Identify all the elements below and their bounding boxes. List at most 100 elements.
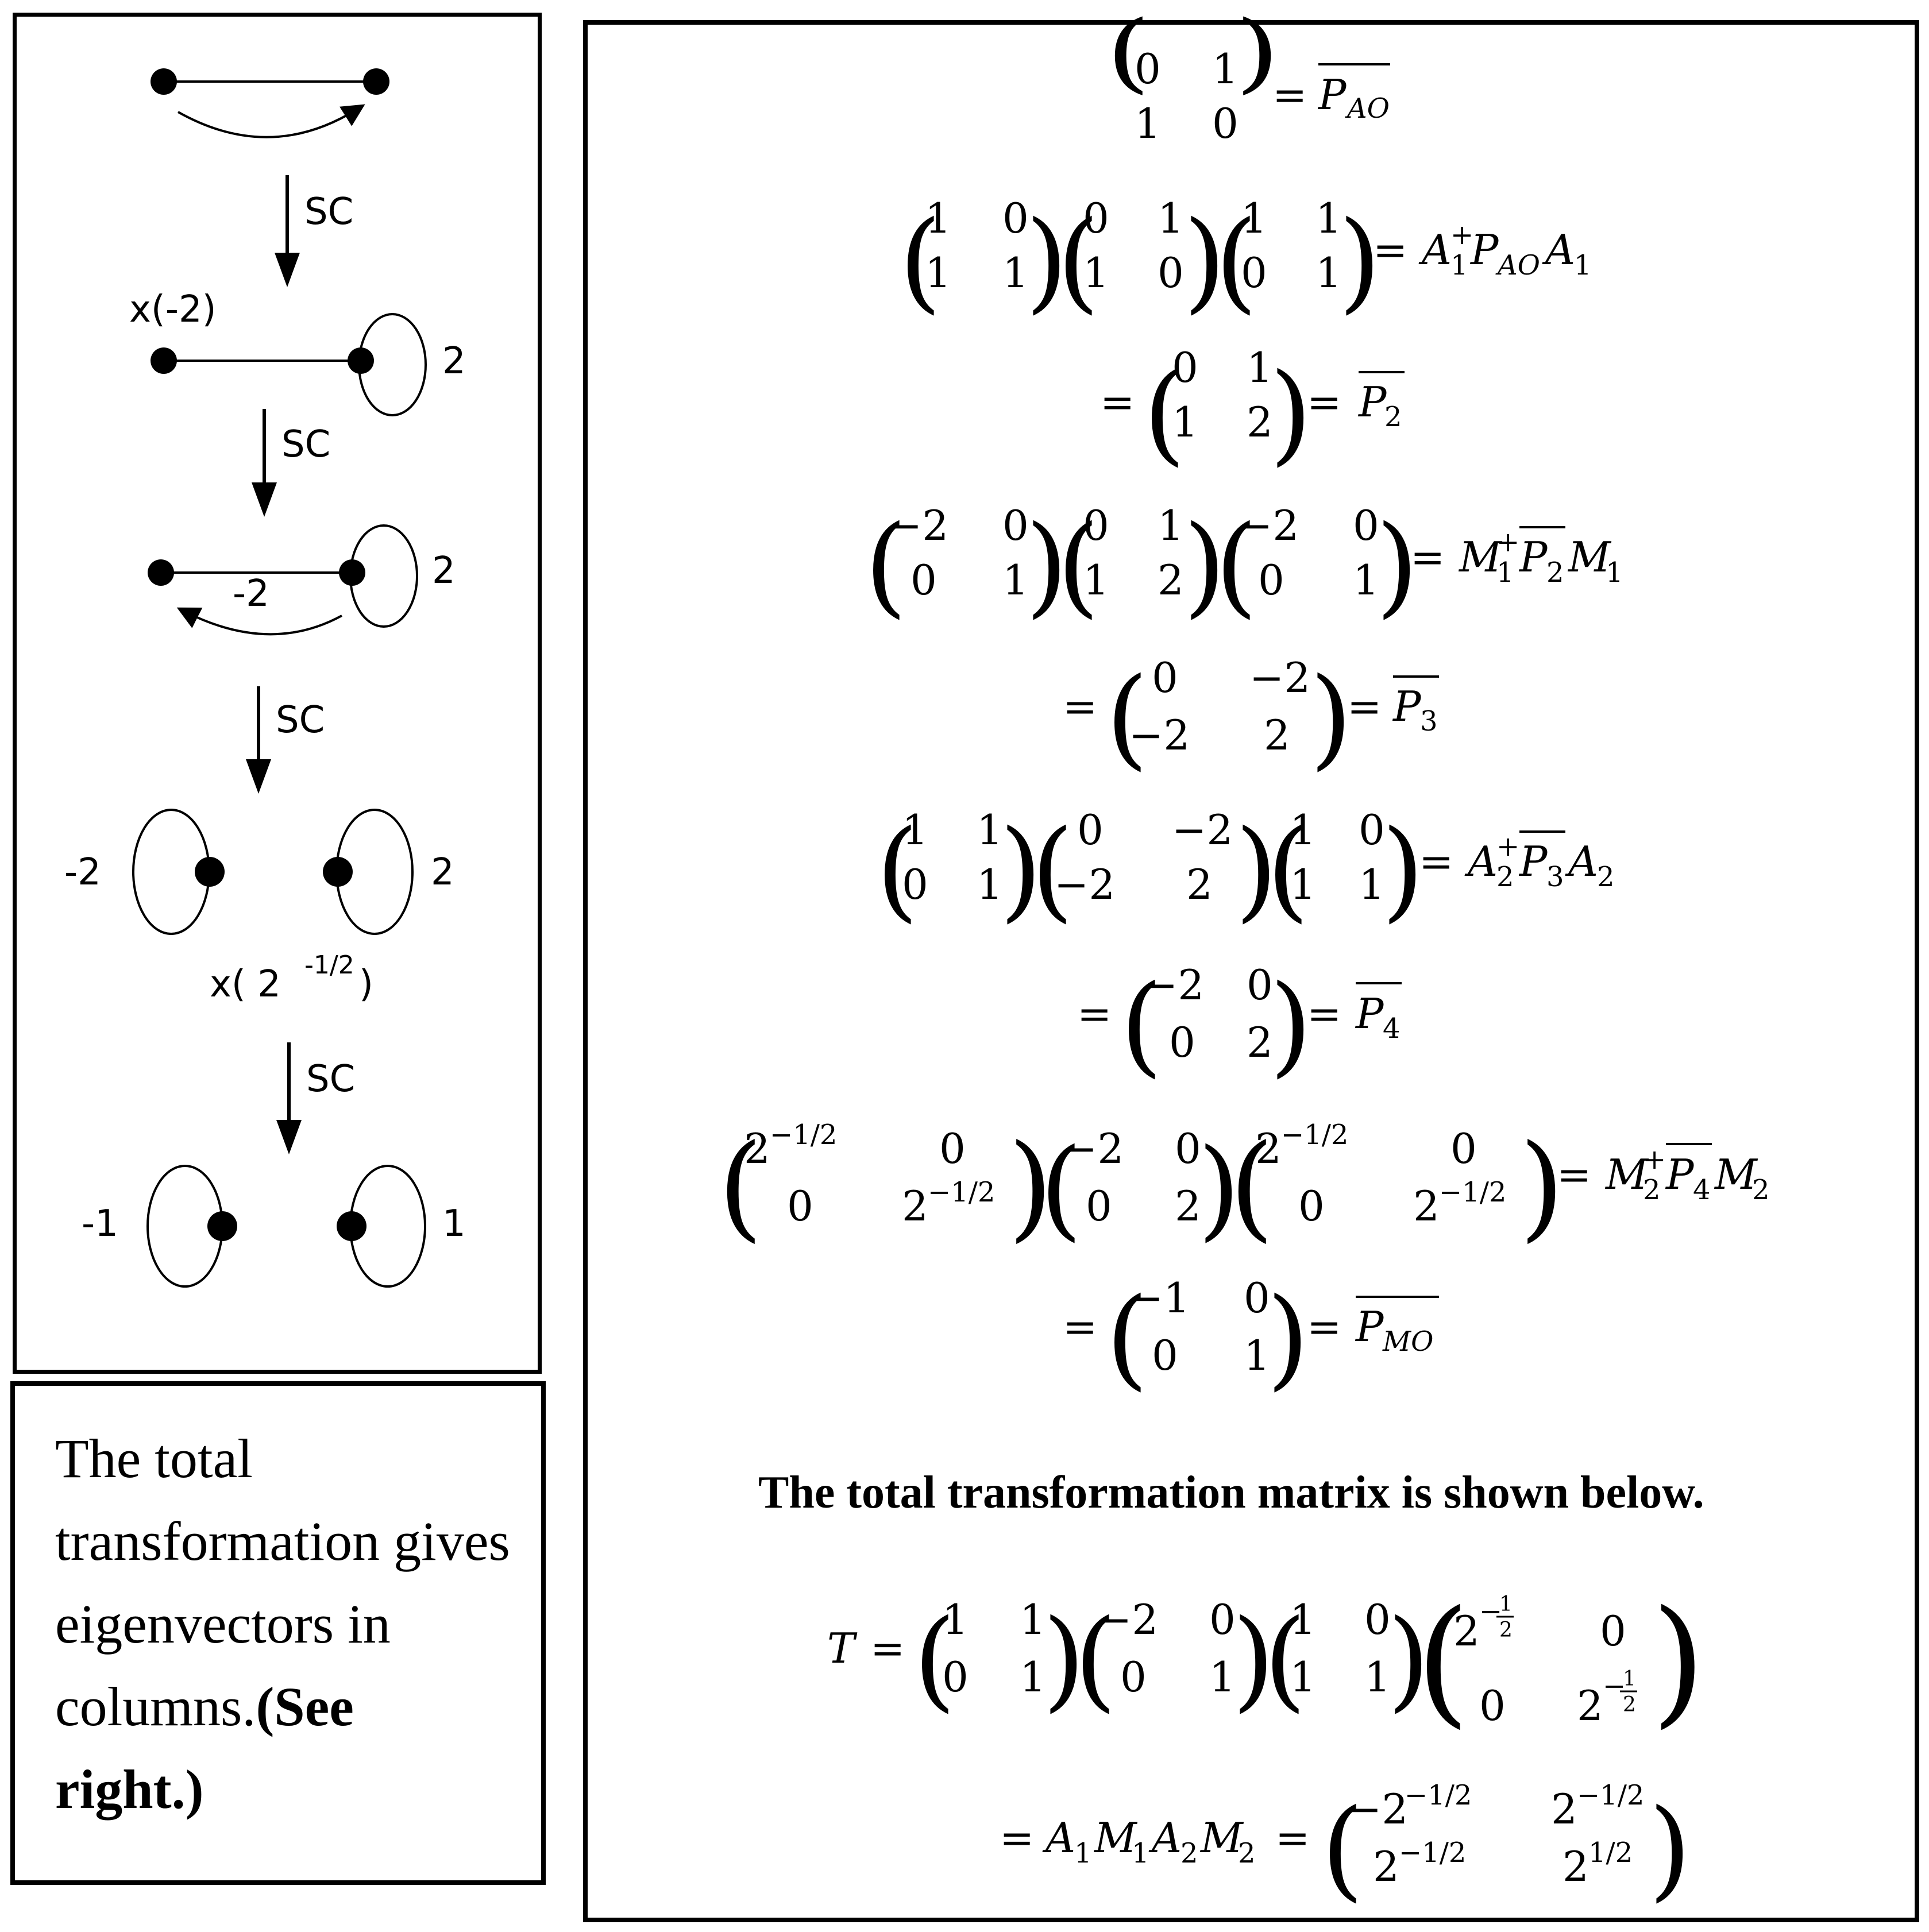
svg-text:−1/2: −1/2 xyxy=(1405,1779,1472,1811)
graph-node xyxy=(363,68,389,95)
svg-text:): ) xyxy=(1025,198,1068,324)
svg-text:1: 1 xyxy=(902,806,928,854)
svg-text:0: 0 xyxy=(1152,1331,1178,1380)
svg-text:): ) xyxy=(1338,198,1381,324)
svg-text:AO: AO xyxy=(1495,249,1540,281)
svg-text:1: 1 xyxy=(1020,1653,1046,1701)
multiplier-exponent: -1/2 xyxy=(304,950,354,980)
svg-text:0: 0 xyxy=(1158,249,1184,297)
svg-text:2: 2 xyxy=(1643,1174,1661,1206)
stage-5-graph: -1 1 xyxy=(82,1165,466,1288)
svg-text:0: 0 xyxy=(1002,194,1029,242)
svg-text:1: 1 xyxy=(1353,556,1379,604)
svg-text:1: 1 xyxy=(1606,557,1623,589)
svg-text:): ) xyxy=(1235,806,1278,933)
svg-text:+: + xyxy=(1496,526,1519,558)
svg-text:P: P xyxy=(1357,378,1387,426)
svg-text:2: 2 xyxy=(1264,711,1290,759)
svg-text:1: 1 xyxy=(1083,556,1109,604)
svg-text:0: 0 xyxy=(1135,45,1161,93)
svg-text:0: 0 xyxy=(1086,1182,1112,1230)
svg-text:2: 2 xyxy=(1186,860,1213,909)
svg-text:1: 1 xyxy=(1132,1837,1149,1869)
svg-text:−2: −2 xyxy=(1143,961,1204,1009)
curved-arrow-icon xyxy=(176,607,342,636)
svg-text:2: 2 xyxy=(744,1125,770,1173)
svg-text:2: 2 xyxy=(1247,398,1273,446)
svg-text:−: − xyxy=(1479,1595,1502,1628)
sc-arrow-2: SC xyxy=(252,409,330,517)
loop-weight-label: -2 xyxy=(64,851,101,894)
svg-text:): ) xyxy=(1519,1120,1564,1254)
svg-text:A: A xyxy=(1565,837,1598,886)
svg-text:(: ( xyxy=(1106,654,1148,781)
svg-text:): ) xyxy=(1376,502,1418,629)
svg-text:−1/2: −1/2 xyxy=(770,1119,837,1151)
svg-text:P: P xyxy=(1392,682,1422,731)
svg-text:2: 2 xyxy=(1577,1682,1603,1730)
svg-text:+: + xyxy=(1496,830,1519,863)
svg-text:2: 2 xyxy=(1563,1842,1589,1891)
svg-text:−1/2: −1/2 xyxy=(928,1176,995,1208)
multiplier-prefix: x( 2 xyxy=(210,963,281,1006)
svg-text:1: 1 xyxy=(1158,501,1184,550)
svg-text:−2: −2 xyxy=(1249,654,1310,702)
caption-plain: The total transformation gives eigenvect… xyxy=(55,1428,510,1737)
svg-text:−2: −2 xyxy=(1097,1595,1158,1644)
loop-weight-label: 2 xyxy=(431,851,454,894)
svg-text:=: = xyxy=(1275,1814,1310,1862)
svg-text:0: 0 xyxy=(1479,1682,1506,1730)
graph-transformation-diagram: SC x(-2) 2 SC -2 2 SC -2 2 xyxy=(64,68,466,1288)
svg-text:1: 1 xyxy=(1450,249,1468,281)
sc-arrow-3: SC xyxy=(246,686,325,794)
loop-weight-label: 2 xyxy=(432,550,456,592)
svg-text:2: 2 xyxy=(1496,861,1514,893)
svg-text:0: 0 xyxy=(1364,1595,1391,1644)
sc-label: SC xyxy=(276,699,325,741)
svg-text:0: 0 xyxy=(939,1125,966,1173)
svg-text:1: 1 xyxy=(1359,860,1385,909)
svg-text:2: 2 xyxy=(1453,1607,1480,1655)
svg-text:P: P xyxy=(1469,226,1499,274)
svg-text:1: 1 xyxy=(1315,194,1342,242)
svg-text:2: 2 xyxy=(1623,1693,1636,1717)
svg-text:0: 0 xyxy=(1077,806,1104,854)
svg-text:=: = xyxy=(1307,378,1341,426)
svg-text:): ) xyxy=(1649,1786,1691,1912)
svg-text:0: 0 xyxy=(902,860,928,909)
svg-text:2: 2 xyxy=(902,1182,928,1230)
svg-text:0: 0 xyxy=(787,1182,813,1230)
svg-text:2: 2 xyxy=(1752,1174,1770,1206)
svg-text:−1/2: −1/2 xyxy=(1281,1119,1348,1151)
svg-text:(: ( xyxy=(718,1120,763,1254)
loop-weight-label: -1 xyxy=(82,1203,118,1245)
svg-text:−2: −2 xyxy=(1063,1125,1124,1173)
stage-1-graph xyxy=(151,68,389,138)
svg-text:−1/2: −1/2 xyxy=(1439,1176,1506,1208)
equation-panel xyxy=(583,20,1919,1922)
svg-text:−2: −2 xyxy=(1129,711,1190,759)
svg-text:(: ( xyxy=(1229,1120,1274,1254)
svg-text:(: ( xyxy=(1057,198,1099,324)
svg-text:=: = xyxy=(1063,1303,1097,1351)
svg-text:3: 3 xyxy=(1546,861,1564,893)
svg-text:0: 0 xyxy=(1169,1018,1195,1067)
graph-node xyxy=(151,68,177,95)
svg-text:1: 1 xyxy=(925,249,951,297)
svg-text:−2: −2 xyxy=(1172,806,1233,854)
stage-3-graph: -2 2 xyxy=(148,524,456,636)
svg-text:1: 1 xyxy=(1364,1653,1391,1701)
svg-text:0: 0 xyxy=(1600,1607,1626,1655)
sc-arrow-4: SC xyxy=(276,1042,355,1154)
svg-text:1: 1 xyxy=(1290,860,1316,909)
svg-text:=: = xyxy=(870,1624,905,1672)
graph-node xyxy=(348,347,374,374)
